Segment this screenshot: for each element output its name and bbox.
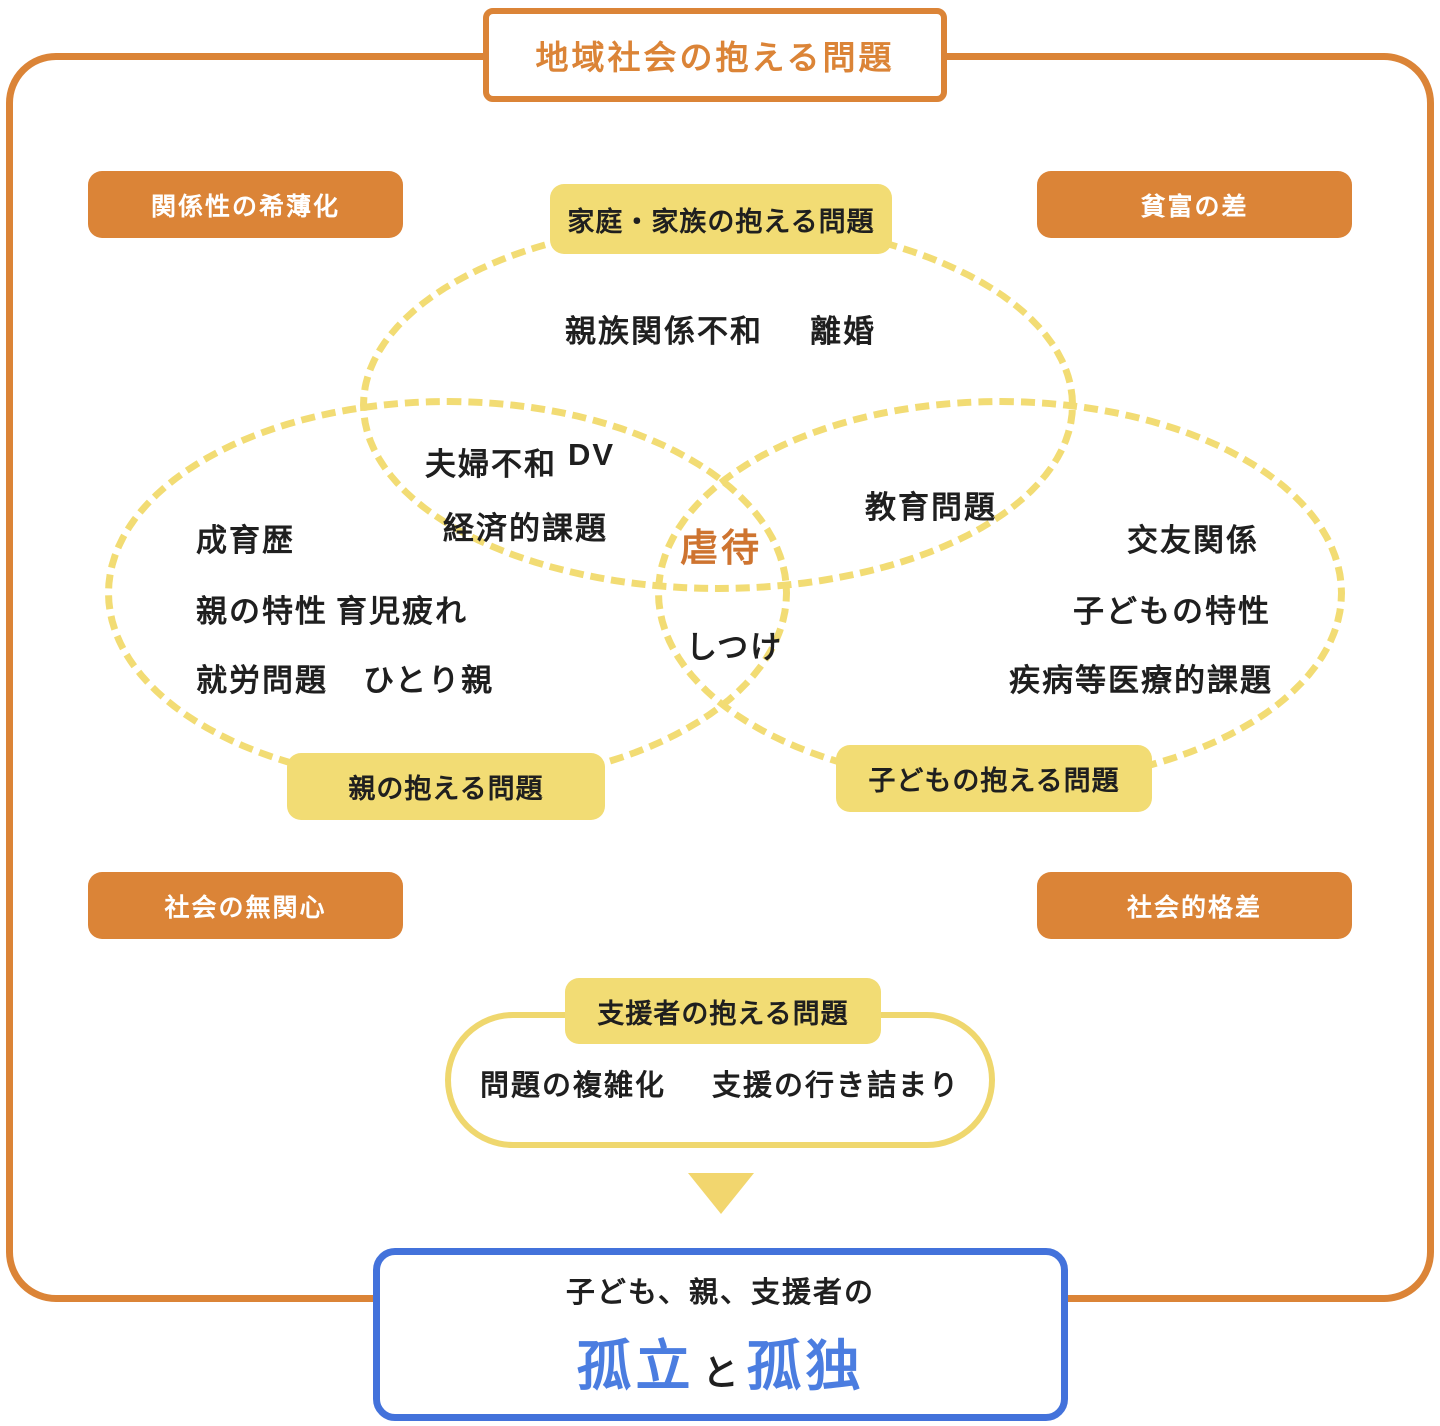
item-single-parent: ひとり親: [363, 663, 495, 698]
item-medical-issues: 疾病等医療的課題: [1009, 663, 1273, 698]
item-parent-traits: 親の特性: [196, 594, 328, 629]
outcome-keywords: 孤立 と 孤独: [576, 1321, 864, 1401]
item-support-deadlock: 支援の行き詰まり: [712, 1070, 961, 1102]
item-employment-problems: 就労問題: [196, 663, 328, 698]
badge-weak-relationships-label: 関係性の希薄化: [150, 192, 340, 221]
item-kinship-discord: 親族関係不和: [565, 314, 763, 349]
supporter-items-row: 問題の複雑化 支援の行き詰まり: [445, 1062, 995, 1104]
badge-social-indifference: 社会の無関心: [88, 872, 403, 939]
item-upbringing-history: 成育歴: [196, 523, 295, 558]
item-education-problems: 教育問題: [865, 490, 997, 525]
label-family-problems: 家庭・家族の抱える問題: [550, 184, 892, 254]
diagram-title-box: 地域社会の抱える問題: [483, 8, 947, 102]
label-child-problems: 子どもの抱える問題: [836, 745, 1152, 812]
label-supporter-problems-text: 支援者の抱える問題: [597, 998, 849, 1029]
badge-social-indifference-label: 社会の無関心: [164, 893, 327, 922]
label-family-problems-text: 家庭・家族の抱える問題: [567, 206, 875, 237]
outcome-subject: 子ども、親、支援者の: [565, 1276, 876, 1309]
item-marital-discord: 夫婦不和: [425, 447, 557, 482]
diagram-title: 地域社会の抱える問題: [535, 39, 895, 76]
badge-wealth-gap: 貧富の差: [1037, 171, 1352, 238]
badge-social-disparity: 社会的格差: [1037, 872, 1352, 939]
label-parent-problems-text: 親の抱える問題: [348, 774, 544, 804]
outcome-box: 子ども、親、支援者の 孤立 と 孤独: [373, 1248, 1068, 1421]
label-child-problems-text: 子どもの抱える問題: [868, 766, 1120, 796]
item-discipline: しつけ: [686, 630, 784, 665]
label-parent-problems: 親の抱える問題: [287, 753, 605, 820]
outcome-conjunction: と: [702, 1351, 739, 1393]
item-dv: DV: [568, 437, 616, 472]
item-divorce: 離婚: [810, 314, 876, 349]
badge-social-disparity-label: 社会的格差: [1126, 893, 1262, 922]
down-arrow-icon: [688, 1173, 754, 1214]
item-abuse: 虐待: [680, 528, 763, 570]
outcome-isolation: 孤立: [576, 1334, 695, 1397]
outcome-loneliness: 孤独: [746, 1334, 865, 1397]
item-problem-complexity: 問題の複雑化: [479, 1070, 666, 1102]
badge-wealth-gap-label: 貧富の差: [1140, 192, 1249, 221]
item-childcare-fatigue: 育児疲れ: [336, 594, 468, 629]
badge-weak-relationships: 関係性の希薄化: [88, 171, 403, 238]
item-economic-issues: 経済的課題: [443, 511, 608, 546]
item-friendships: 交友関係: [1127, 523, 1259, 558]
item-child-traits: 子どもの特性: [1073, 594, 1271, 629]
label-supporter-problems: 支援者の抱える問題: [565, 978, 881, 1044]
